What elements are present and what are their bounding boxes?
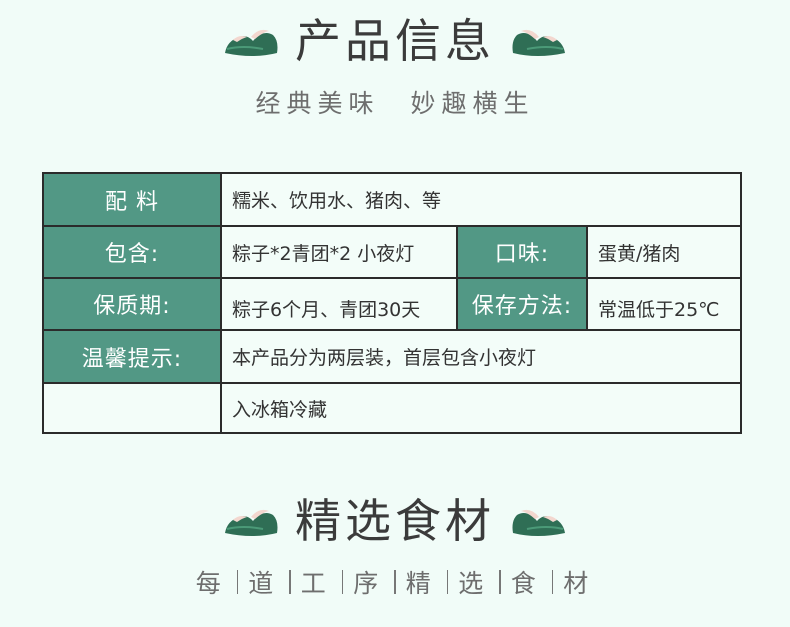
divider [341,570,344,594]
subtitle-char: 道 [248,569,280,598]
tips-value-2: 入冰箱冷藏 [222,384,740,432]
subtitle-char: 食 [510,569,542,598]
mountain-icon [225,509,278,536]
tips-label: 温馨提示: [44,331,222,384]
subtitle-char: 序 [353,569,385,598]
divider [551,570,554,594]
ingredients-label: 配 料 [44,174,222,227]
empty-cell [44,384,222,432]
divider [394,570,396,594]
section-subtitle: 每 道 工 序 精 选 食 材 [0,564,790,600]
storage-value: 常温低于25℃ [588,279,740,331]
mountain-icon [512,509,565,536]
mountain-icon [225,29,278,56]
section-title: 精选食材 [295,494,495,548]
tips-value: 本产品分为两层装，首层包含小夜灯 [222,331,740,384]
flavor-label: 口味: [458,227,588,279]
subtitle-char: 精 [405,569,437,598]
contains-value: 粽子*2青团*2 小夜灯 [222,227,458,279]
flavor-value: 蛋黄/猪肉 [588,227,740,279]
mountain-icon [512,29,565,56]
subtitle-char: 材 [563,569,595,598]
section-subtitle: 经典美味 妙趣横生 [255,89,535,118]
product-info-table: 配 料 糯米、饮用水、猪肉、等 包含: 粽子*2青团*2 小夜灯 口味: 蛋黄/… [42,172,742,434]
subtitle-char: 选 [458,569,490,598]
divider [236,570,239,594]
storage-label: 保存方法: [458,279,588,331]
section-header-product-info: 产品信息 [0,18,790,64]
divider [289,570,291,594]
shelf-life-label: 保质期: [44,279,222,331]
subtitle-char: 工 [300,569,332,598]
subtitle-char: 每 [195,569,227,598]
divider [446,570,449,594]
contains-label: 包含: [44,227,222,279]
section-title: 产品信息 [295,14,495,68]
divider [499,570,501,594]
shelf-life-value: 粽子6个月、青团30天 [222,279,458,331]
ingredients-value: 糯米、饮用水、猪肉、等 [222,174,740,227]
section-header-selected-ingredients: 精选食材 [0,498,790,544]
